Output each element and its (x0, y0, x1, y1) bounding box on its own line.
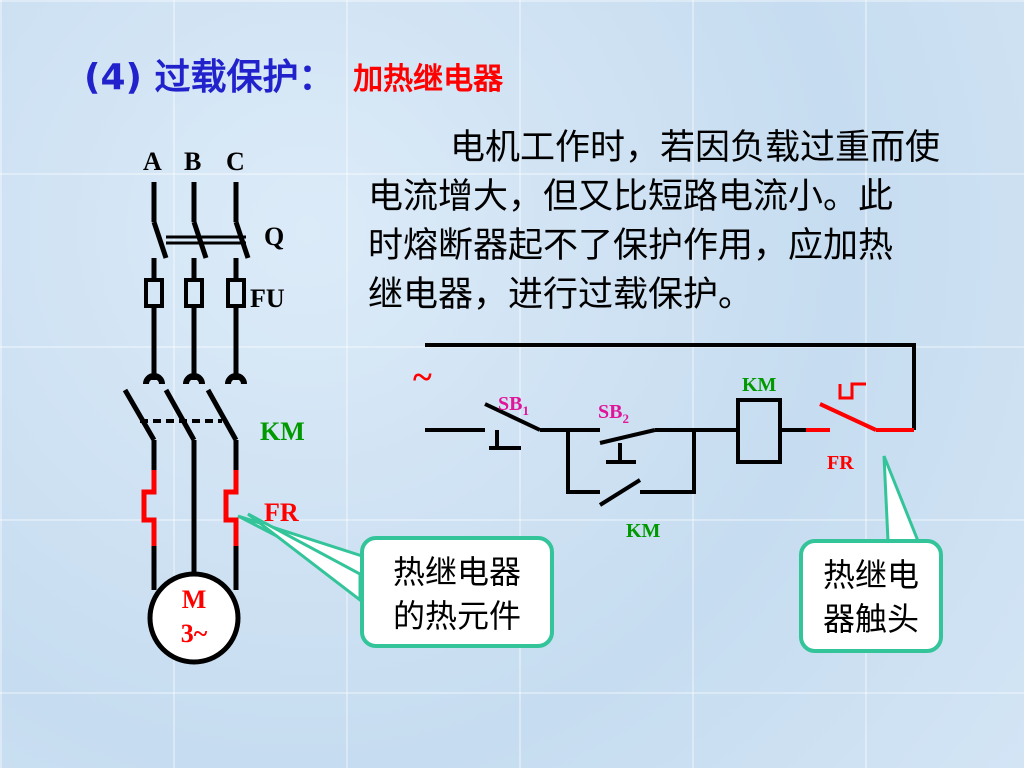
title-text: 过载保护： (154, 57, 335, 98)
phase-label-c: C (226, 147, 245, 176)
fuse-a (144, 278, 164, 308)
main-circuit (122, 182, 251, 665)
phase-label-b: B (184, 147, 201, 176)
motor-label: M (182, 585, 207, 614)
callout-relay-contact: 热继电 器触头 (799, 539, 943, 653)
fr-contact (806, 382, 914, 432)
callout-line: 器触头 (822, 600, 919, 638)
thermal-relay-label: FR (264, 498, 299, 527)
title-subtitle: 加热继电器 (353, 62, 504, 97)
km-coil (736, 398, 782, 464)
callout-line: 热继电 (822, 556, 919, 594)
fuse-label: FU (250, 284, 285, 313)
motor-phase-label: 3~ (181, 619, 208, 648)
sb1-label: SB1 (498, 393, 529, 418)
sb2-label: SB2 (598, 401, 629, 426)
callout-line: 热继电器 (392, 553, 521, 591)
fr-heating-elements (141, 470, 239, 546)
fr-contact-label: FR (827, 452, 854, 474)
aux-contact-label: KM (626, 520, 661, 542)
description-line: 电机工作时，若因负载过重而使 (450, 128, 941, 168)
callout-line: 的热元件 (392, 597, 521, 635)
supply-symbol: ~ (413, 357, 432, 397)
slide-title: (4) 过载保护： 加热继电器 (84, 48, 503, 100)
contactor-label: KM (260, 417, 305, 446)
phase-label-a: A (143, 147, 162, 176)
description-line: 电流增大，但又比短路电流小。此 (368, 177, 894, 217)
motor-icon (147, 571, 241, 665)
description-line: 继电器，进行过载保护。 (368, 275, 754, 315)
description: 电机工作时，若因负载过重而使 电流增大，但又比短路电流小。此 时熔断器起不了保护… (368, 124, 1008, 320)
control-circuit (425, 343, 916, 507)
callout-heating-element: 热继电器 的热元件 (360, 536, 554, 648)
fuse-b (184, 278, 204, 308)
title-prefix: (4) (84, 57, 142, 98)
switch-label: Q (264, 222, 284, 251)
coil-label: KM (742, 374, 777, 396)
description-line: 时熔断器起不了保护作用，应加热 (368, 226, 894, 266)
fuse-c (226, 278, 246, 308)
